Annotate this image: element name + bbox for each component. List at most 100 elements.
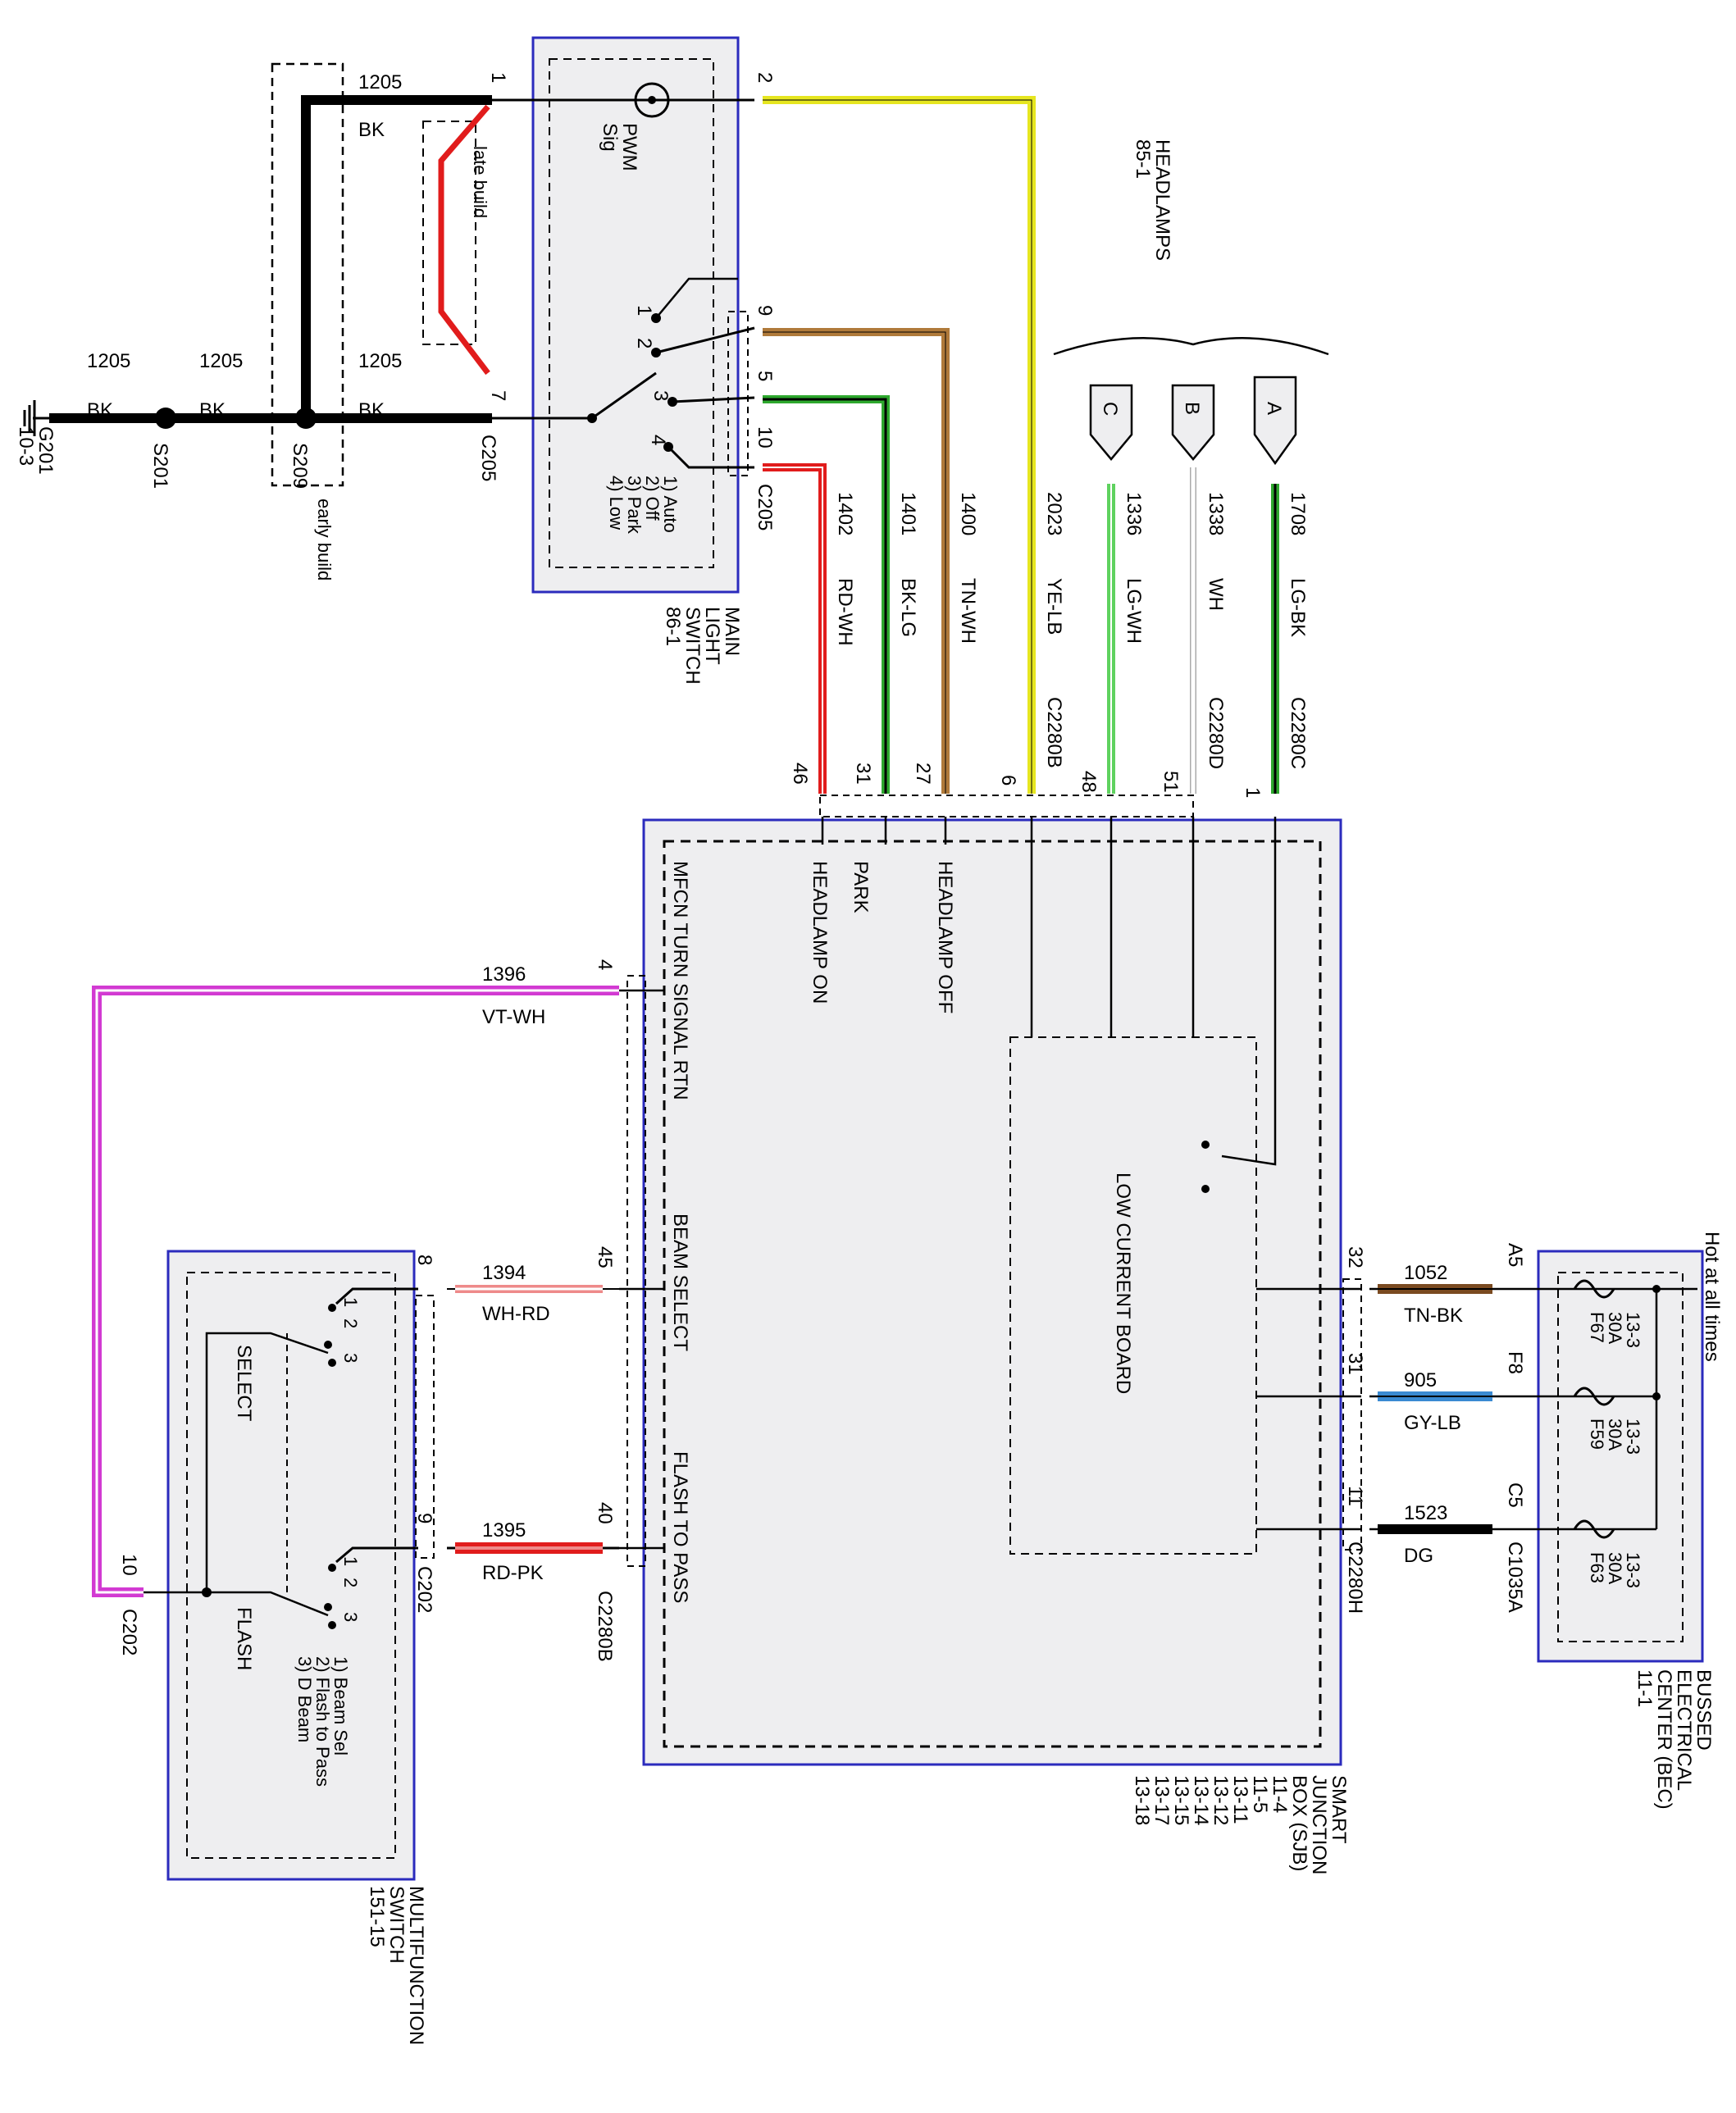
sjb-input-park: PARK — [850, 861, 872, 913]
fuse-f59-ref: 13-3 — [1623, 1419, 1643, 1455]
mls-contact-4: 4 — [647, 435, 669, 445]
connector-c205-right: C205 — [754, 484, 776, 531]
fuse-f59-icon — [1573, 1387, 1615, 1406]
mls-pin-1: 1 — [487, 72, 509, 83]
sjb-pin-27: 27 — [912, 763, 934, 785]
wire-color-1205-top: BK — [358, 119, 385, 141]
sjb-left-strip — [627, 975, 646, 1567]
headlamp-connector-b-label: B — [1181, 402, 1203, 415]
mls-pin-7: 7 — [487, 390, 509, 401]
splice-s209-label: S209 — [289, 443, 311, 489]
mfs-pin-9: 9 — [413, 1513, 435, 1523]
late-build-label: late build — [470, 146, 490, 218]
wire-label-1338: 1338 — [1205, 492, 1227, 535]
pwm-label-line-2: Sig — [599, 123, 621, 152]
ground-chain — [23, 95, 640, 436]
connector-c2280h: C2280H — [1344, 1541, 1366, 1614]
mls-title-line-4: 86-1 — [662, 607, 684, 646]
wire-color-905: GY-LB — [1404, 1412, 1461, 1434]
bec-module — [1537, 1250, 1704, 1663]
mls-pin-9: 9 — [754, 305, 776, 316]
connector-c202-left: C202 — [118, 1609, 140, 1655]
bec-hot-at-all-times: Hot at all times — [1701, 1232, 1723, 1362]
sjb-ref-11-4: 11-4 — [1269, 1775, 1291, 1813]
sjb-ref-11-5: 11-5 — [1249, 1775, 1271, 1813]
bec-pin-f8: F8 — [1504, 1351, 1526, 1374]
sjb-ref-13-17: 13-17 — [1150, 1775, 1173, 1825]
mfs-pin-10: 10 — [118, 1554, 140, 1576]
mfs-title-line-3: 151-15 — [366, 1886, 388, 1947]
mfs-contact-1-top: 1 — [340, 1297, 361, 1307]
pwm-label-line-1: PWM — [618, 123, 640, 171]
fuse-f67-ref: 13-3 — [1623, 1312, 1643, 1348]
sjb-input-turn-signal-rtn: MFCN TURN SIGNAL RTN — [669, 861, 691, 1100]
headlamp-connector-a-label: A — [1263, 402, 1285, 415]
headlamps-ref: 85-1 — [1132, 139, 1154, 179]
sjb-pin-40: 40 — [594, 1502, 616, 1524]
wire-color-1396: VT-WH — [482, 1006, 545, 1028]
wire-color-1401: BK-LG — [897, 578, 919, 637]
early-build-label: early build — [314, 499, 335, 581]
connector-c2280d: C2280D — [1205, 697, 1227, 769]
mls-pin-10: 10 — [754, 426, 776, 449]
s201-splice — [155, 408, 176, 429]
smart-junction-box-module — [642, 818, 1342, 1766]
bec-internals — [1542, 1279, 1697, 1539]
headlamp-connector-c-label: C — [1099, 402, 1121, 416]
sjb-input-headlamp-off: HEADLAMP OFF — [934, 861, 956, 1013]
multifunction-switch-module — [166, 1250, 416, 1881]
sjb-title-line-2: JUNCTION — [1308, 1775, 1330, 1874]
mfs-position-beam-sel: 1) Beam Sel — [330, 1656, 351, 1756]
main-light-switch-internals — [587, 82, 755, 469]
sjb-pin-48: 48 — [1078, 771, 1100, 793]
wire-label-1400: 1400 — [957, 492, 979, 535]
sjb-title-line-3: BOX (SJB) — [1288, 1775, 1310, 1871]
fuse-f59-rating: 30A — [1605, 1419, 1625, 1450]
wire-label-1402: 1402 — [834, 492, 856, 535]
sjb-input-headlamp-on: HEADLAMP ON — [809, 861, 831, 1004]
mls-contact-1: 1 — [633, 305, 655, 316]
sjb-right-strip — [1342, 1278, 1362, 1551]
sjb-pin-31h: 31 — [1344, 1353, 1366, 1375]
sjb-pin-6: 6 — [997, 775, 1019, 786]
fuse-f67-rating: 30A — [1605, 1312, 1625, 1344]
wire-label-1205-top: 1205 — [358, 71, 402, 93]
wire-label-1205-c: 1205 — [358, 350, 402, 372]
wire-label-1205-a: 1205 — [87, 350, 130, 372]
mfs-position-d-beam: 3) D Beam — [294, 1656, 315, 1742]
wire-label-1401: 1401 — [897, 492, 919, 535]
bec-title-line-4: 11-1 — [1633, 1669, 1656, 1707]
ground-g201-label: G201 — [34, 426, 57, 475]
wire-label-1708: 1708 — [1287, 492, 1309, 535]
sjb-title-line-1: SMART — [1328, 1775, 1350, 1844]
mfs-contact-3-top: 3 — [340, 1353, 361, 1363]
wire-label-1523: 1523 — [1404, 1502, 1447, 1524]
wire-color-1336: LG-WH — [1123, 578, 1145, 644]
sjb-ref-13-14: 13-14 — [1190, 1775, 1212, 1825]
sjb-input-beam-select: BEAM SELECT — [669, 1214, 691, 1351]
wire-label-1336: 1336 — [1123, 492, 1145, 535]
headlamp-connector-a — [1253, 376, 1297, 466]
wire-label-905: 905 — [1404, 1369, 1437, 1391]
mfs-position-flash-to-pass: 2) Flash to Pass — [312, 1656, 333, 1787]
mfs-flash-label: FLASH — [233, 1607, 255, 1670]
mls-title-line-3: SWITCH — [681, 607, 704, 685]
mfs-title-line-1: MULTIFUNCTION — [405, 1886, 427, 2045]
connector-c205-left: C205 — [477, 435, 499, 481]
connector-c2280b-top: C2280B — [1043, 697, 1065, 768]
mls-contact-3: 3 — [649, 390, 672, 401]
fuse-f59-id: F59 — [1587, 1419, 1607, 1450]
fuse-f67-icon — [1573, 1279, 1615, 1299]
mls-position-auto: 1) Auto — [660, 476, 681, 533]
sjb-pin-51: 51 — [1160, 771, 1182, 793]
wire-label-1205-b: 1205 — [199, 350, 243, 372]
headlamps-title: HEADLAMPS — [1151, 139, 1173, 261]
wire-color-1052: TN-BK — [1404, 1305, 1463, 1327]
mls-title-line-1: MAIN — [721, 607, 743, 656]
late-build-box — [422, 121, 476, 345]
fuse-f63-icon — [1573, 1519, 1615, 1539]
wire-color-1708: LG-BK — [1287, 578, 1309, 637]
mls-title-line-2: LIGHT — [701, 607, 723, 665]
mfs-title-line-2: SWITCH — [385, 1886, 408, 1964]
